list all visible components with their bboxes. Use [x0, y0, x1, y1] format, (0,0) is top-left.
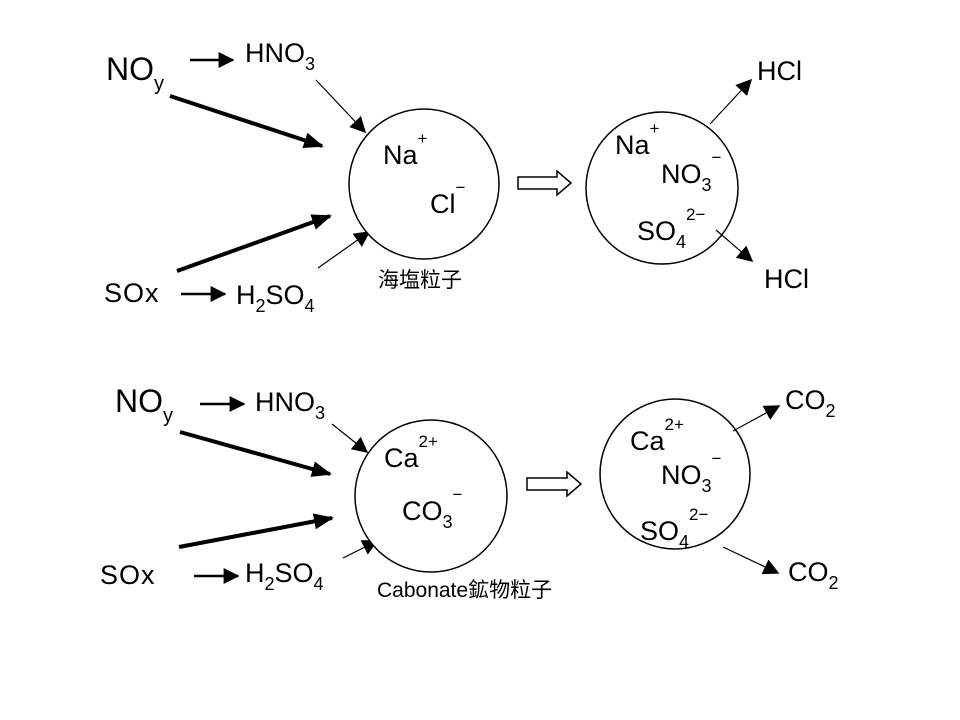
- hno3-to-particle-arrow: [315, 79, 367, 134]
- cl-ion-label: Cl−: [430, 178, 466, 219]
- hno3-label: HNO3: [245, 38, 315, 74]
- h2so4-label: H2SO4: [245, 558, 324, 594]
- sea-salt-panel: NOy HNO3 SOx H2SO4 Na+ Cl− 海塩粒子 Na+ NO3−…: [104, 38, 809, 316]
- sox-label: SOx: [100, 560, 156, 590]
- hcl-top-label: HCl: [757, 56, 802, 86]
- na-ion-after-label: Na+: [615, 119, 660, 160]
- hno3-label: HNO3: [255, 387, 325, 423]
- sulfate-ion-label: SO42−: [637, 205, 705, 252]
- noy-label: NOy: [106, 51, 164, 95]
- ca-ion-after-label: Ca2+: [630, 415, 684, 456]
- hcl-release-bottom-arrow: [715, 229, 754, 263]
- h2so4-label: H2SO4: [236, 280, 315, 316]
- co2-release-bottom-arrow: [722, 546, 780, 575]
- nitrate-ion-label: NO3−: [661, 148, 722, 195]
- transformation-arrow: [526, 470, 583, 498]
- hcl-release-top-arrow: [709, 78, 753, 125]
- noy-to-particle-arrow: [169, 94, 324, 148]
- carbonate-particle-after: [599, 398, 751, 550]
- co2-bottom-label: CO2: [788, 557, 839, 593]
- co2-release-top-arrow: [732, 405, 781, 432]
- carbonate-caption: Cabonate鉱物粒子: [377, 579, 552, 602]
- carbonate-particle-before: [354, 419, 508, 573]
- h2so4-to-particle-arrow: [317, 231, 371, 269]
- co2-top-label: CO2: [785, 385, 836, 421]
- sox-to-particle-arrow: [178, 513, 334, 549]
- nitrate-ion-label: NO3−: [661, 449, 722, 496]
- transformation-arrow: [517, 169, 573, 197]
- sox-to-particle-arrow: [176, 214, 332, 273]
- carbonate-panel: NOy HNO3 SOx H2SO4 Ca2+ CO3− Cabonate鉱物粒…: [100, 383, 839, 602]
- sox-label: SOx: [104, 278, 160, 308]
- sea-salt-caption: 海塩粒子: [378, 269, 462, 292]
- sulfate-ion-label: SO42−: [640, 505, 708, 552]
- na-ion-label: Na+: [383, 129, 428, 170]
- ca-ion-label: Ca2+: [384, 432, 438, 473]
- sea-salt-particle-after: [585, 111, 739, 265]
- sea-salt-particle-before: [348, 108, 500, 260]
- hno3-to-particle-arrow: [331, 423, 369, 453]
- noy-label: NOy: [115, 383, 173, 427]
- hcl-bottom-label: HCl: [764, 264, 809, 294]
- carbonate-ion-label: CO3−: [402, 485, 463, 532]
- noy-to-particle-arrow: [179, 430, 332, 477]
